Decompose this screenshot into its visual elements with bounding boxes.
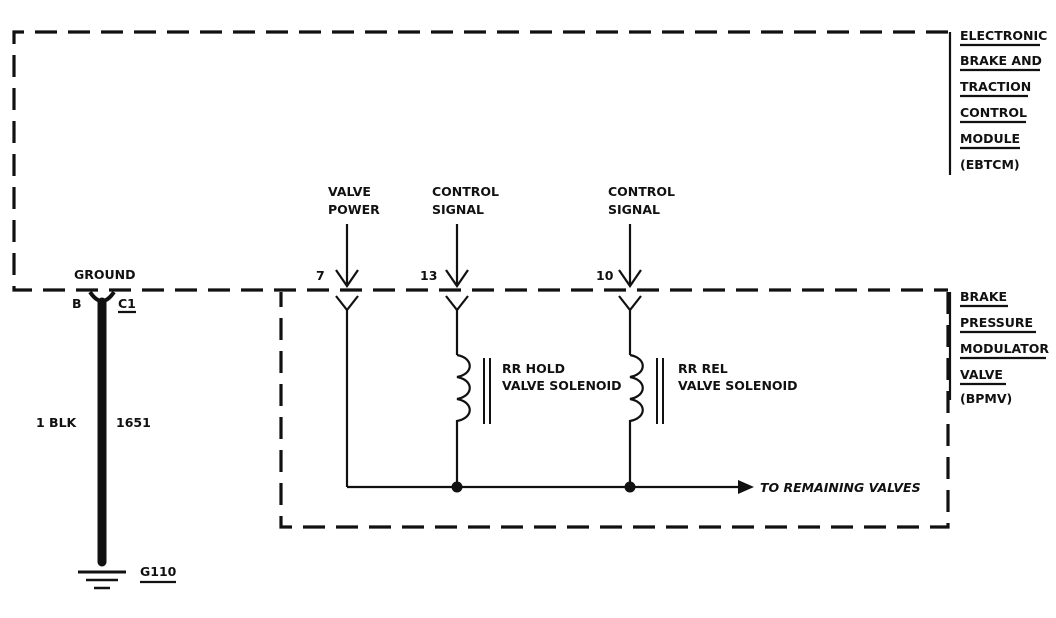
rr-rel-solenoid-coil — [628, 353, 664, 487]
ground-connector-id: C1 — [118, 296, 136, 311]
bpmv-label-underlines — [960, 304, 1046, 386]
ground-connector-label: GROUND — [74, 267, 136, 282]
wire-circuit-number: 1651 — [116, 415, 151, 430]
pin-13-number: 13 — [420, 268, 437, 283]
rr-hold-solenoid-coil — [455, 353, 491, 487]
pin-10-label: CONTROL SIGNAL — [608, 184, 679, 217]
pin-13-connector — [445, 224, 469, 355]
remaining-valves-label: TO REMAINING VALVES — [760, 480, 921, 495]
bpmv-label: BRAKE PRESSURE MODULATOR VALVE (BPMV) — [960, 289, 1053, 406]
rr-rel-solenoid-label: RR REL VALVE SOLENOID — [678, 361, 798, 393]
ebtcm-label-underlines — [960, 43, 1040, 150]
splice-dot — [451, 481, 463, 493]
rr-hold-solenoid-label: RR HOLD VALVE SOLENOID — [502, 361, 622, 393]
pin-7-connector — [335, 224, 359, 487]
ebtcm-label: ELECTRONIC BRAKE AND TRACTION CONTROL MO… — [960, 28, 1052, 172]
ground-point-label: G110 — [140, 564, 177, 579]
ebtcm-boundary — [12, 30, 948, 292]
pin-10-number: 10 — [596, 268, 614, 283]
wire-gauge-color: 1 BLK — [36, 415, 78, 430]
pin-10-connector — [618, 224, 642, 355]
pin-7-number: 7 — [316, 268, 325, 283]
pin-7-label: VALVE POWER — [328, 184, 380, 217]
pin-13-label: CONTROL SIGNAL — [432, 184, 503, 217]
common-bus-wire — [347, 480, 754, 494]
ground-symbol — [78, 570, 126, 590]
ground-cavity-label: B — [72, 296, 82, 311]
bpmv-boundary — [279, 292, 950, 529]
splice-dot — [624, 481, 636, 493]
arrow-icon — [738, 480, 754, 494]
